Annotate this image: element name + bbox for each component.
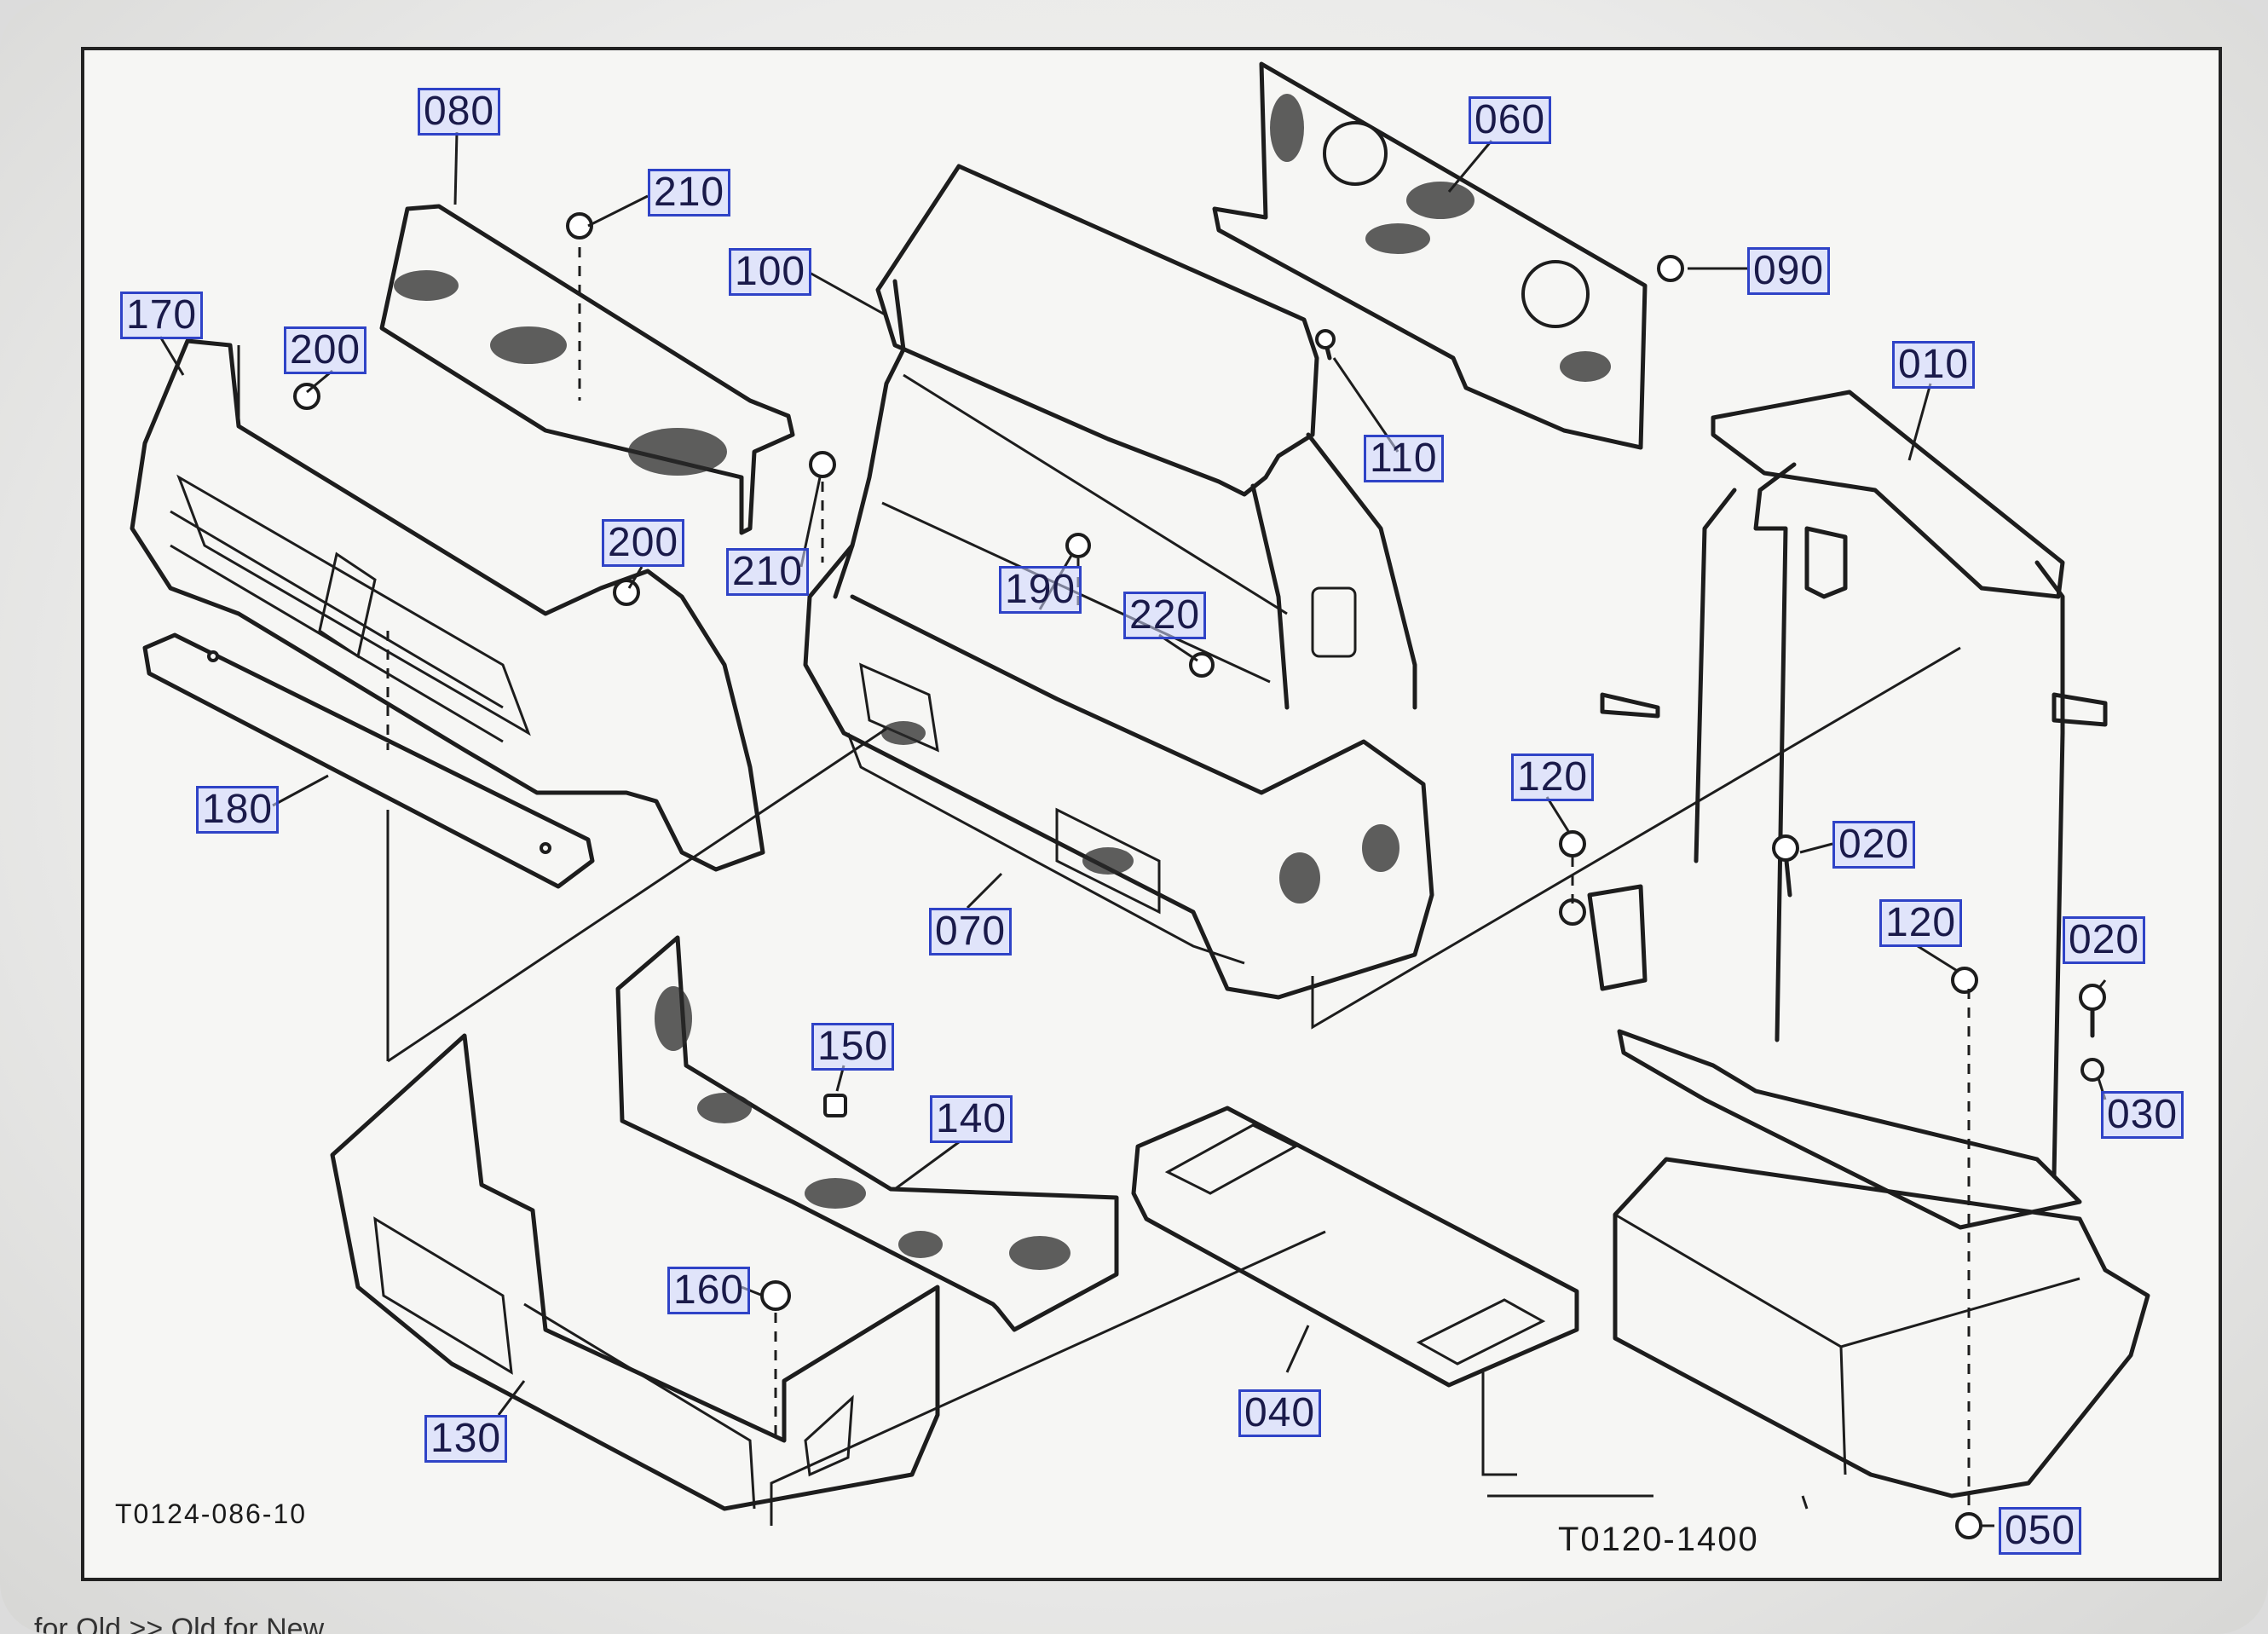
- part-170-grille: [130, 338, 765, 872]
- part-080-mesh-panel: [379, 204, 795, 535]
- callout-120-lower[interactable]: 120: [1879, 899, 1963, 947]
- part-lower-box: [1613, 1157, 2150, 1498]
- callout-050[interactable]: 050: [1999, 1507, 2082, 1555]
- callout-010[interactable]: 010: [1892, 341, 1976, 389]
- callout-160[interactable]: 160: [667, 1267, 751, 1314]
- drawing-number: T0124-086-10: [115, 1498, 308, 1529]
- callout-080[interactable]: 080: [418, 88, 501, 136]
- callout-020-lower[interactable]: 020: [2063, 916, 2146, 964]
- callout-020-upper[interactable]: 020: [1832, 821, 1916, 869]
- sub-assembly-reference: T0120-1400: [1558, 1521, 1759, 1558]
- callout-040[interactable]: 040: [1238, 1389, 1322, 1437]
- part-210-bolt-b: [809, 451, 836, 478]
- callout-120-upper[interactable]: 120: [1511, 753, 1595, 801]
- part-090-bolt: [1657, 255, 1684, 282]
- callout-210-lower[interactable]: 210: [726, 548, 810, 596]
- callout-130[interactable]: 130: [424, 1415, 508, 1463]
- callout-110[interactable]: 110: [1364, 435, 1444, 482]
- part-140-lower-panel: [615, 935, 1119, 1332]
- part-010-frame: [1587, 390, 2108, 1230]
- footer-text: for Old >> Old for New: [34, 1613, 325, 1634]
- part-200-clip-b: [613, 579, 640, 606]
- callout-170[interactable]: 170: [120, 292, 204, 339]
- part-120-nut-a: [1559, 830, 1586, 857]
- part-030-washer: [2080, 1058, 2104, 1082]
- callout-220[interactable]: 220: [1123, 592, 1207, 639]
- part-100-hood: [833, 164, 1417, 710]
- part-190-nut: [1065, 533, 1091, 558]
- callout-100[interactable]: 100: [729, 248, 812, 296]
- callout-200-upper[interactable]: 200: [284, 326, 367, 374]
- callout-200-lower[interactable]: 200: [602, 519, 685, 567]
- part-160-bolt: [760, 1280, 791, 1311]
- callout-180[interactable]: 180: [196, 786, 280, 834]
- part-210-bolt-a: [566, 212, 593, 240]
- callout-140[interactable]: 140: [930, 1095, 1013, 1143]
- callout-060[interactable]: 060: [1469, 96, 1552, 144]
- callout-070[interactable]: 070: [929, 908, 1013, 956]
- callout-210-upper[interactable]: 210: [648, 169, 731, 217]
- part-130-lower-grille: [330, 1033, 940, 1511]
- drawing-frame: [81, 47, 2222, 1581]
- part-120-nut-b: [1951, 967, 1978, 994]
- part-150-clip: [823, 1094, 847, 1117]
- callout-090[interactable]: 090: [1747, 247, 1831, 295]
- callout-030[interactable]: 030: [2101, 1091, 2184, 1139]
- part-040-tray: [1131, 1106, 1579, 1388]
- part-060-plate: [1212, 61, 1648, 450]
- part-180-strip: [142, 632, 595, 889]
- part-200-clip-a: [293, 383, 320, 410]
- callout-190[interactable]: 190: [999, 566, 1082, 614]
- part-050-bolt: [1955, 1512, 1982, 1539]
- callout-150[interactable]: 150: [811, 1023, 895, 1071]
